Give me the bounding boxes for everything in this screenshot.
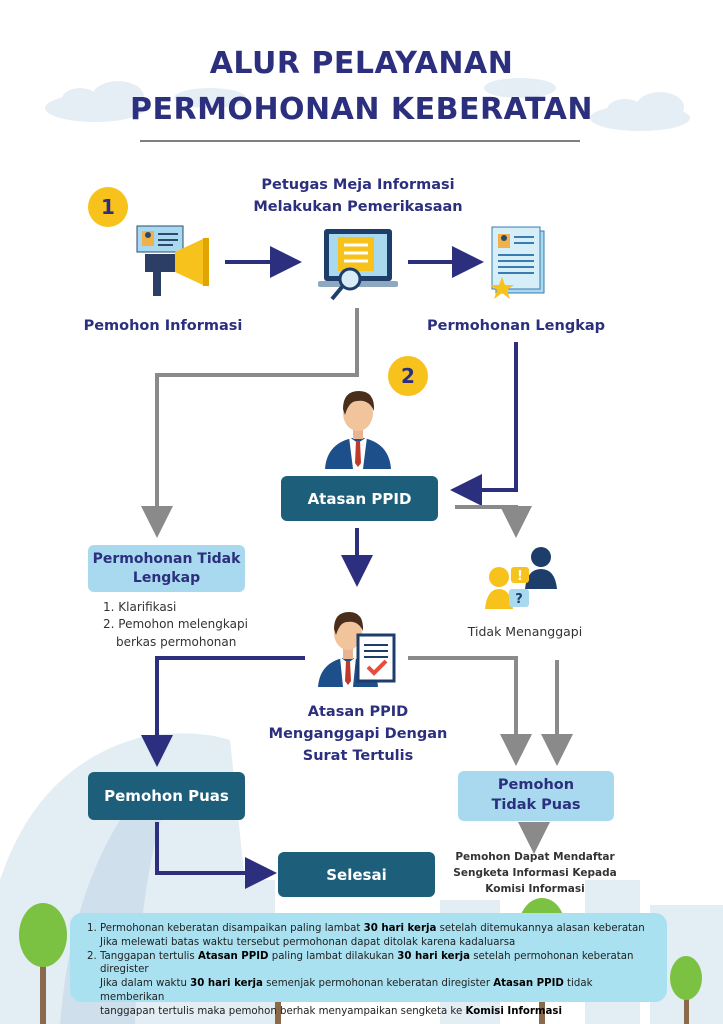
tidak-puas-line2: Tidak Puas [491, 797, 581, 813]
label-petugas-line2: Melakukan Pemerikasaan [253, 199, 463, 215]
arrow-puas-to-selesai [155, 822, 277, 889]
page-title-line1: ALUR PELAYANAN [209, 46, 514, 81]
svg-text:!: ! [517, 569, 523, 584]
label-atasan-menanggapi: Atasan PPID Menganggapi Dengan Surat Ter… [250, 702, 466, 767]
box-atasan-ppid: Atasan PPID [281, 476, 438, 521]
label-petugas-line1: Petugas Meja Informasi [261, 177, 455, 193]
klarifikasi-list: 1. Klarifikasi 2. Pemohon melengkapi ber… [103, 599, 273, 651]
step-badge-2: 2 [388, 356, 428, 396]
box-pemohon-tidak-puas: Pemohon Tidak Puas [458, 771, 614, 821]
menanggapi-line3: Surat Tertulis [302, 747, 414, 764]
label-tidak-menanggapi: Tidak Menanggapi [467, 624, 583, 639]
klarifikasi-item-2b: berkas permohonan [116, 634, 237, 649]
notes-box: Permohonan keberatan disampaikan paling … [70, 913, 667, 1017]
arrow-lengkap-to-atasan [450, 342, 518, 506]
klarifikasi-item-1: 1. Klarifikasi [103, 600, 177, 614]
box-pemohon-puas: Pemohon Puas [88, 772, 245, 820]
arrow-petugas-to-tidak-lengkap [141, 308, 359, 538]
tidak-lengkap-line2: Lengkap [132, 569, 201, 586]
sengketa-line3: Komisi Informasi [485, 882, 585, 895]
laptop-search-icon [318, 229, 398, 301]
sengketa-line1: Pemohon Dapat Mendaftar [455, 851, 615, 863]
menanggapi-line2: Menganggapi Dengan [268, 725, 448, 742]
tidak-puas-line1: Pemohon [497, 777, 575, 794]
box-permohonan-tidak-lengkap: Permohonan Tidak Lengkap [88, 545, 245, 592]
people-question-icon: ! ? [485, 547, 557, 609]
menanggapi-line1: Atasan PPID [307, 704, 409, 720]
svg-text:?: ? [515, 592, 523, 607]
step-badge-1: 1 [88, 187, 128, 227]
tidak-lengkap-line1: Permohonan Tidak [92, 550, 241, 567]
megaphone-icon [136, 225, 209, 296]
arrow-menanggapi-to-puas [141, 656, 305, 767]
arrow-menanggapi-to-tidak-puas [408, 656, 532, 766]
note-item-2: Tanggapan tertulis Atasan PPID paling la… [100, 950, 651, 1019]
label-sengketa: Pemohon Dapat Mendaftar Sengketa Informa… [452, 850, 618, 897]
officer-avatar-icon [325, 391, 391, 469]
sengketa-line2: Sengketa Informasi Kepada [453, 866, 617, 879]
page-title-line2: PERMOHONAN KEBERATAN [130, 92, 593, 127]
label-pemohon-informasi: Pemohon Informasi [83, 318, 243, 334]
note-item-1: Permohonan keberatan disampaikan paling … [100, 922, 651, 950]
label-permohonan-lengkap: Permohonan Lengkap [426, 318, 606, 334]
officer-letter-icon [318, 612, 396, 687]
box-selesai: Selesai [278, 852, 435, 897]
klarifikasi-item-2a: 2. Pemohon melengkapi [103, 617, 248, 632]
document-star-icon [490, 226, 545, 299]
arrow-atasan-to-tidak-menanggapi [455, 505, 532, 538]
